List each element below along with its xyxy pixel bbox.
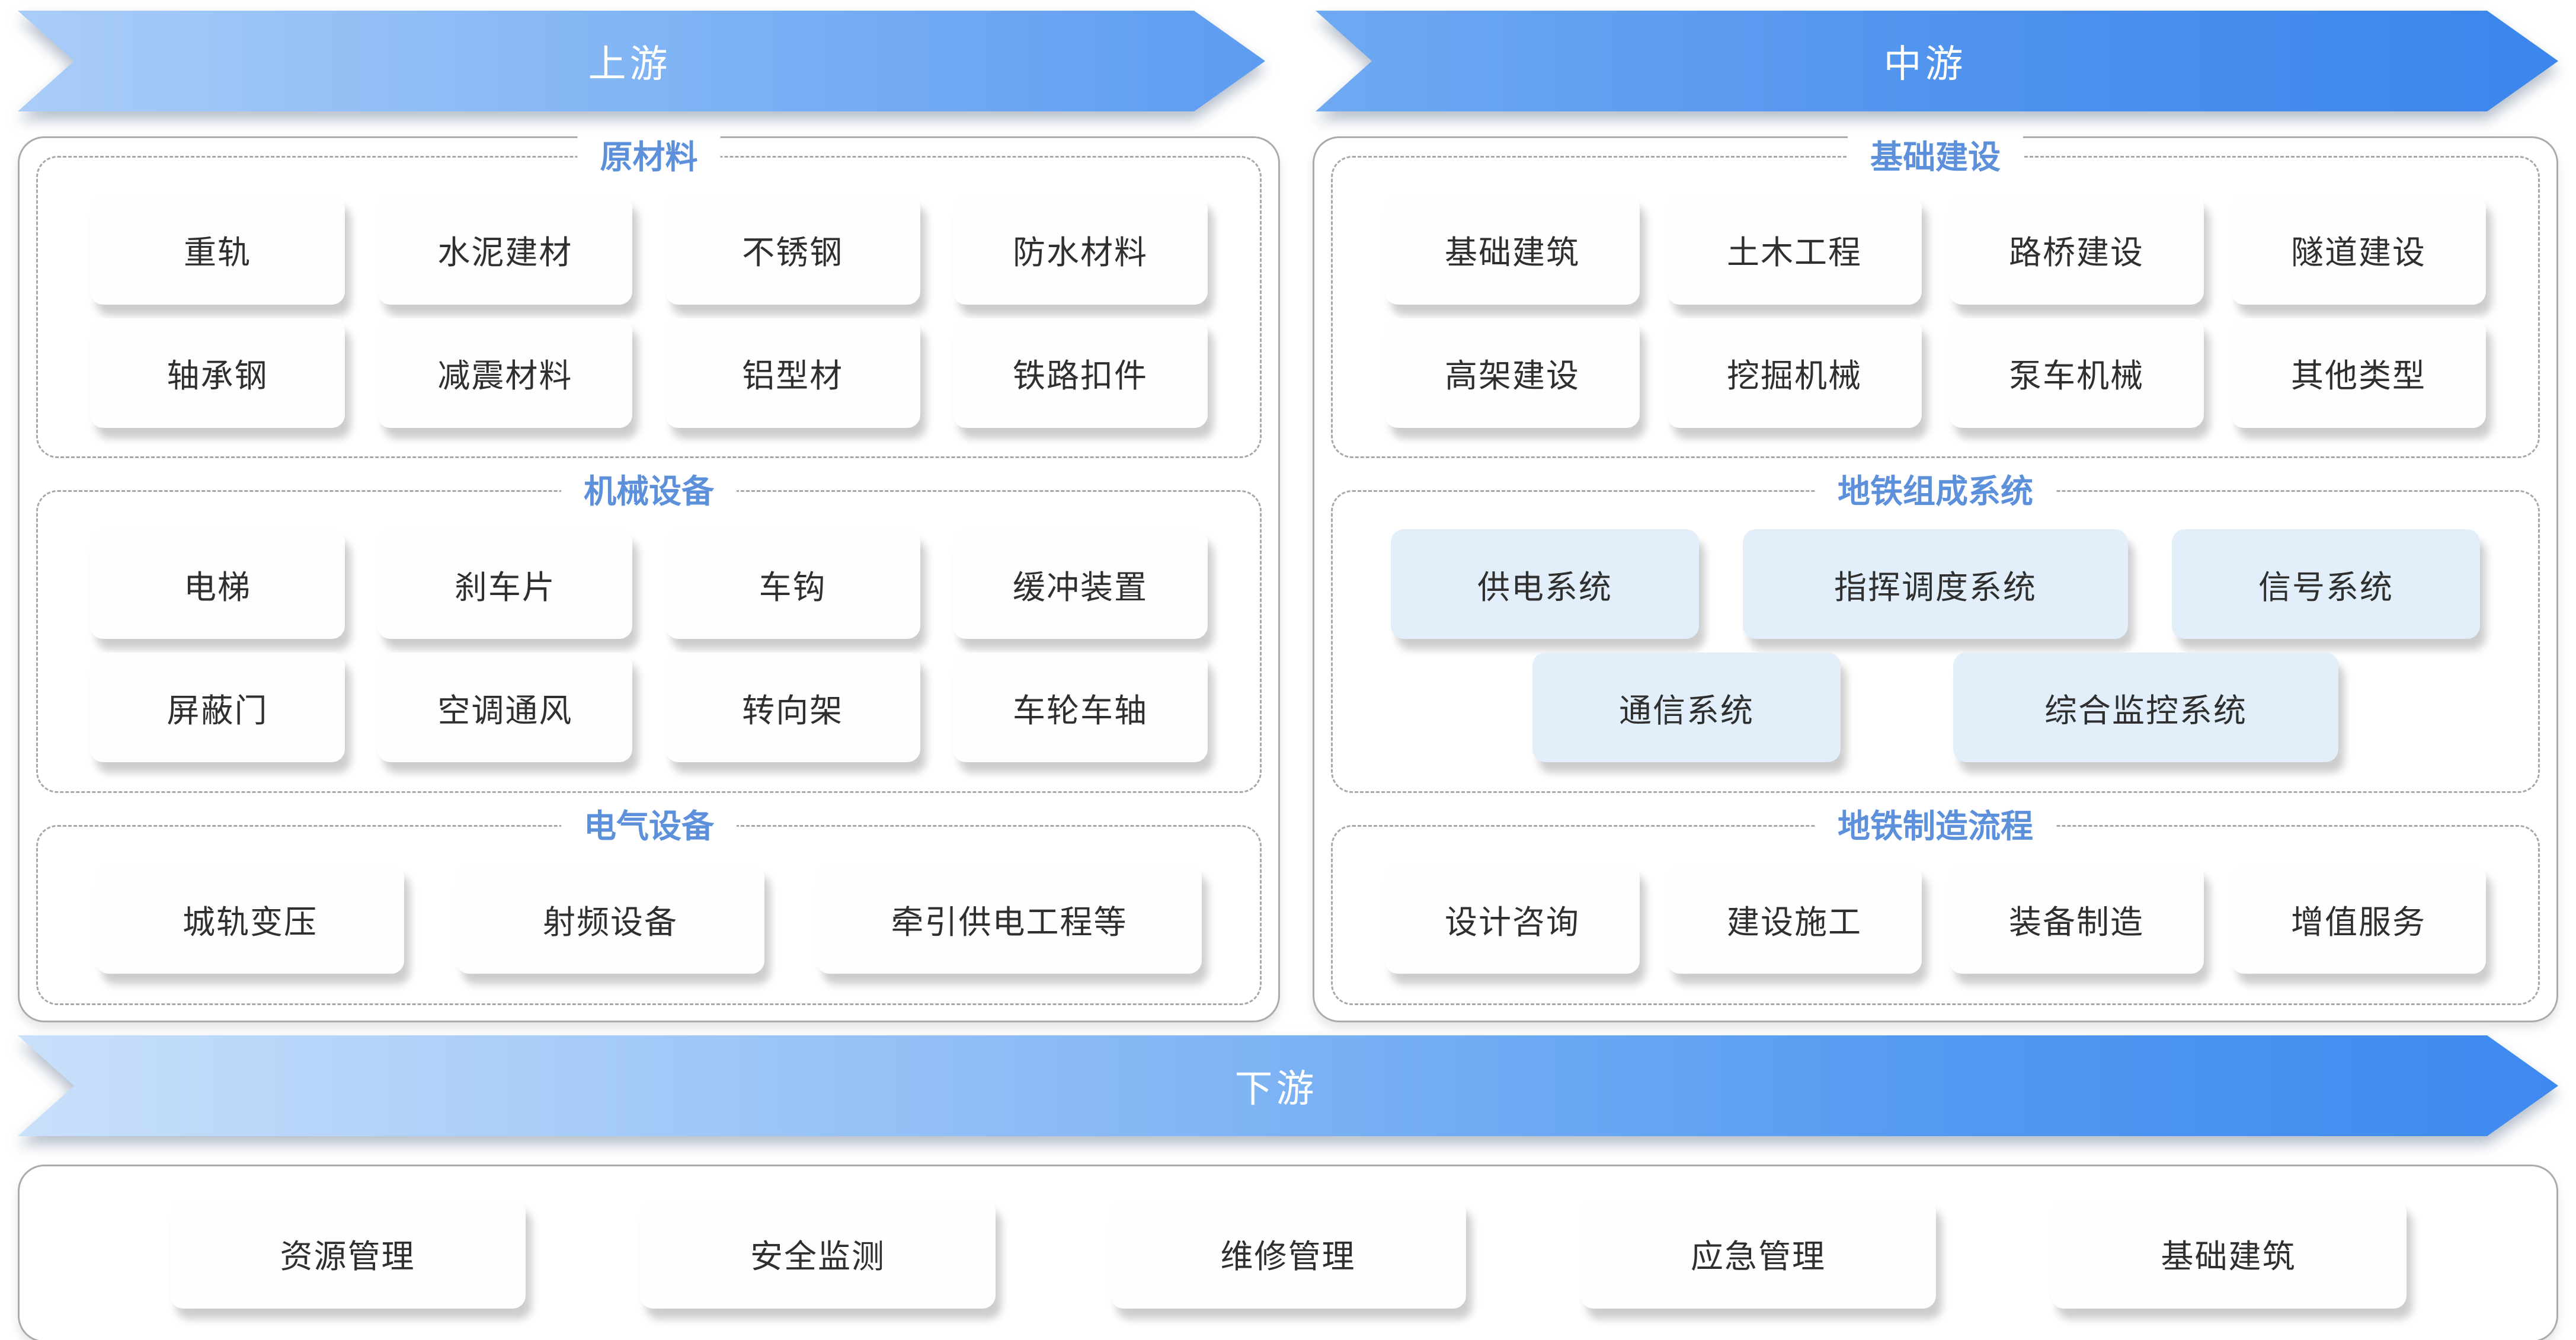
item-button[interactable]: 减震材料: [377, 318, 633, 428]
item-button[interactable]: 轴承钢: [90, 318, 345, 428]
item-button[interactable]: 牵引供电工程等: [817, 864, 1202, 974]
midstream-banner: 中游: [1316, 11, 2558, 111]
item-row: 电梯刹车片车钩缓冲装置: [66, 529, 1231, 639]
item-button[interactable]: 城轨变压: [96, 864, 404, 974]
upstream-panel: 原材料重轨水泥建材不锈钢防水材料轴承钢减震材料铝型材铁路扣件机械设备电梯刹车片车…: [18, 136, 1280, 1022]
midstream-section-1-body: 供电系统指挥调度系统信号系统通信系统 综合监控系统: [1361, 516, 2510, 775]
upstream-section-1-body: 电梯刹车片车钩缓冲装置屏蔽门空调通风转向架车轮车轴: [66, 516, 1231, 775]
item-button[interactable]: 应急管理: [1580, 1198, 1936, 1309]
item-button[interactable]: 装备制造: [1949, 864, 2204, 974]
item-button[interactable]: 资源管理: [169, 1198, 526, 1309]
upstream-section-2-body: 城轨变压射频设备牵引供电工程等: [66, 850, 1231, 988]
item-button[interactable]: 泵车机械: [1949, 318, 2204, 428]
midstream-section-1-title: 地铁组成系统: [1815, 471, 2056, 513]
downstream-item-row: 资源管理 安全监测 维修管理 应急管理 基础建筑: [20, 1198, 2556, 1309]
upstream-section-2-title: 电气设备: [561, 805, 737, 847]
item-button[interactable]: 基础建筑: [2050, 1198, 2407, 1309]
midstream-section-0-title: 基础建设: [1847, 136, 2024, 178]
upstream-section-1: 机械设备电梯刹车片车钩缓冲装置屏蔽门空调通风转向架车轮车轴: [36, 471, 1262, 793]
item-row: 通信系统 综合监控系统: [1361, 653, 2510, 762]
upstream-banner: 上游: [18, 11, 1265, 111]
downstream-panel: 资源管理 安全监测 维修管理 应急管理 基础建筑: [18, 1165, 2558, 1340]
item-button[interactable]: 指挥调度系统: [1743, 529, 2128, 639]
midstream-section-1: 地铁组成系统供电系统指挥调度系统信号系统通信系统 综合监控系统: [1331, 471, 2540, 793]
item-button[interactable]: 其他类型: [2231, 318, 2486, 428]
downstream-banner: 下游: [18, 1035, 2558, 1136]
item-row: 重轨水泥建材不锈钢防水材料: [66, 194, 1231, 305]
upstream-banner-label: 上游: [588, 43, 671, 85]
top-banner-row: 上游 中游: [18, 11, 2558, 111]
item-row: 高架建设挖掘机械泵车机械其他类型: [1361, 318, 2510, 428]
item-button[interactable]: 隧道建设: [2231, 194, 2486, 305]
item-row: 基础建筑土木工程路桥建设隧道建设: [1361, 194, 2510, 305]
midstream-banner-label: 中游: [1883, 43, 1967, 85]
upstream-section-2: 电气设备城轨变压射频设备牵引供电工程等: [36, 805, 1262, 1005]
main-panels-row: 原材料重轨水泥建材不锈钢防水材料轴承钢减震材料铝型材铁路扣件机械设备电梯刹车片车…: [18, 136, 2558, 1022]
item-button[interactable]: 建设施工: [1667, 864, 1922, 974]
item-button[interactable]: 屏蔽门: [90, 653, 345, 762]
item-row: 供电系统指挥调度系统信号系统: [1361, 529, 2510, 639]
item-button[interactable]: 转向架: [665, 653, 920, 762]
item-button[interactable]: 防水材料: [952, 194, 1208, 305]
item-row: 屏蔽门空调通风转向架车轮车轴: [66, 653, 1231, 762]
downstream-banner-label: 下游: [1234, 1067, 1318, 1110]
upstream-section-1-title: 机械设备: [561, 471, 737, 513]
item-button[interactable]: 基础建筑: [1385, 194, 1640, 305]
item-row: 城轨变压射频设备牵引供电工程等: [66, 864, 1231, 974]
midstream-section-2: 地铁制造流程设计咨询建设施工装备制造增值服务: [1331, 805, 2540, 1005]
item-button[interactable]: 车钩: [665, 529, 920, 639]
item-button[interactable]: 水泥建材: [377, 194, 633, 305]
upstream-section-0: 原材料重轨水泥建材不锈钢防水材料轴承钢减震材料铝型材铁路扣件: [36, 136, 1262, 459]
item-button[interactable]: 信号系统: [2172, 529, 2480, 639]
item-button[interactable]: 射频设备: [456, 864, 764, 974]
item-button[interactable]: 设计咨询: [1385, 864, 1640, 974]
item-button[interactable]: 不锈钢: [665, 194, 920, 305]
item-button[interactable]: 缓冲装置: [952, 529, 1208, 639]
item-button[interactable]: 电梯: [90, 529, 345, 639]
item-button[interactable]: 高架建设: [1385, 318, 1640, 428]
item-button[interactable]: 刹车片: [377, 529, 633, 639]
item-button[interactable]: 重轨: [90, 194, 345, 305]
item-button[interactable]: 车轮车轴: [952, 653, 1208, 762]
upstream-section-0-title: 原材料: [577, 136, 721, 178]
item-row: 设计咨询建设施工装备制造增值服务: [1361, 864, 2510, 974]
midstream-section-0-body: 基础建筑土木工程路桥建设隧道建设高架建设挖掘机械泵车机械其他类型: [1361, 181, 2510, 441]
item-row: 轴承钢减震材料铝型材铁路扣件: [66, 318, 1231, 428]
downstream-banner-shape: 下游: [18, 1035, 2558, 1136]
item-button[interactable]: 安全监测: [640, 1198, 996, 1309]
item-button[interactable]: 铁路扣件: [952, 318, 1208, 428]
item-button[interactable]: 综合监控系统: [1953, 653, 2338, 762]
midstream-banner-shape: 中游: [1316, 11, 2558, 111]
item-button[interactable]: 增值服务: [2231, 864, 2486, 974]
midstream-section-2-title: 地铁制造流程: [1815, 805, 2056, 847]
midstream-panel: 基础建设基础建筑土木工程路桥建设隧道建设高架建设挖掘机械泵车机械其他类型地铁组成…: [1313, 136, 2558, 1022]
midstream-section-2-body: 设计咨询建设施工装备制造增值服务: [1361, 850, 2510, 988]
item-button[interactable]: 挖掘机械: [1667, 318, 1922, 428]
item-button[interactable]: 维修管理: [1110, 1198, 1466, 1309]
midstream-section-0: 基础建设基础建筑土木工程路桥建设隧道建设高架建设挖掘机械泵车机械其他类型: [1331, 136, 2540, 459]
upstream-banner-shape: 上游: [18, 11, 1265, 111]
item-button[interactable]: 铝型材: [665, 318, 920, 428]
upstream-section-0-body: 重轨水泥建材不锈钢防水材料轴承钢减震材料铝型材铁路扣件: [66, 181, 1231, 441]
item-button[interactable]: 土木工程: [1667, 194, 1922, 305]
item-button[interactable]: 供电系统: [1391, 529, 1699, 639]
item-button[interactable]: 空调通风: [377, 653, 633, 762]
item-button[interactable]: 通信系统: [1532, 653, 1841, 762]
item-button[interactable]: 路桥建设: [1949, 194, 2204, 305]
